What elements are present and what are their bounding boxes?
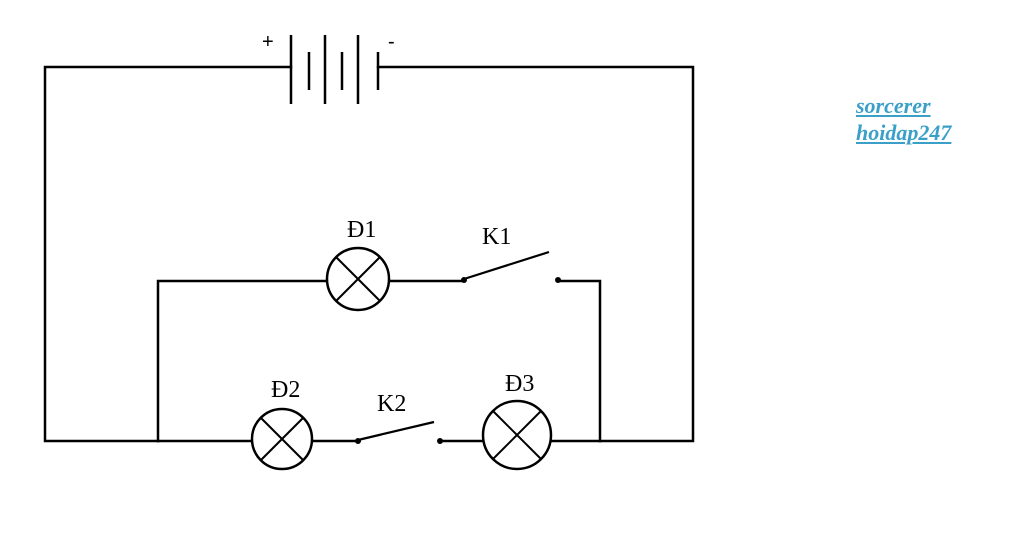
lamp-d2: Đ2 [250,377,314,471]
lamp-d3: Đ3 [481,371,553,471]
wire-k1-right [556,279,602,443]
switch-k2-contact-left [355,438,361,444]
battery-plus-label: + [262,31,274,53]
watermark-line-2: hoidap247 [856,120,952,145]
lamp-d2-label: Đ2 [271,377,300,403]
lamp-d1-label: Đ1 [347,217,376,243]
switch-k2-blade [357,420,435,442]
switch-k1-contact-left [461,277,467,283]
lamp-d2-cross-b [260,417,304,461]
switch-k1-contact-right [555,277,561,283]
switch-k1-label: K1 [482,224,511,250]
lamp-d1: Đ1 [325,217,391,312]
watermark-line-1: sorcerer [856,93,931,118]
switch-k2: K2 [355,391,443,444]
watermark: sorcerer hoidap247 [856,92,951,146]
wire-branch-left [156,279,329,443]
battery-minus-label: - [388,31,395,53]
switch-k1: K1 [461,224,561,283]
wire-right-top [376,65,695,443]
switch-k2-label: K2 [377,391,406,417]
switch-k2-contact-right [437,438,443,444]
battery: + - [262,31,395,104]
circuit-wires [43,65,695,443]
lamp-d3-label: Đ3 [505,371,534,397]
lamp-d3-cross-b [492,410,542,460]
wire-left-top [43,65,293,443]
switch-k1-blade [463,250,550,281]
lamp-d1-cross-b [335,256,381,302]
